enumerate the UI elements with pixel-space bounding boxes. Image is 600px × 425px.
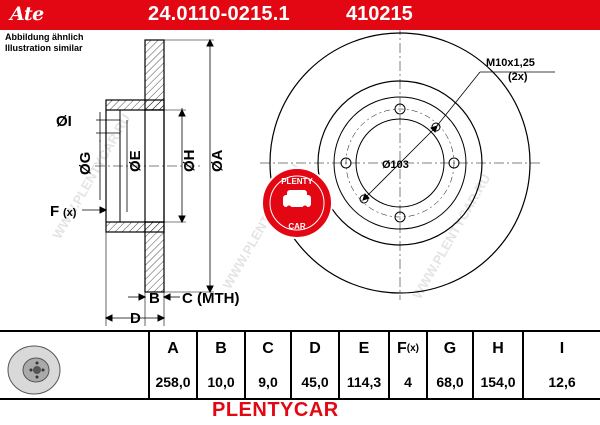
label-dim-f-sub: (x): [63, 207, 77, 219]
table-value: 10,0: [207, 373, 235, 390]
table-header: C: [262, 339, 274, 357]
table-column-i: I 12,6: [524, 332, 600, 398]
table-column-a: A 258,0: [150, 332, 198, 398]
label-dim-h: ØH: [181, 150, 198, 173]
label-dim-i: ØI: [56, 113, 72, 130]
threaded-hole: [431, 122, 441, 132]
label-dim-d: D: [130, 310, 141, 327]
ate-logo: Ate: [6, 2, 66, 26]
logo-text: Ate: [10, 3, 44, 25]
table-header: D: [309, 339, 321, 357]
table-value: 4: [404, 373, 412, 390]
table-value: 12,6: [548, 373, 576, 390]
note-german: Abbildung ähnlich: [5, 32, 84, 42]
spec-table: A 258,0 B 10,0 C 9,0 D 45,0 E 114,3 F(x)…: [0, 330, 600, 400]
table-header-sub: (x): [406, 343, 419, 354]
table-value: 258,0: [155, 373, 191, 390]
label-dim-a: ØA: [209, 149, 226, 172]
plentycar-badge: PLENTY CAR: [261, 167, 333, 239]
threaded-hole: [359, 194, 369, 204]
reference-number: 410215: [346, 3, 413, 25]
table-column-c: C 9,0: [246, 332, 292, 398]
hub-flange-bottom: [105, 221, 165, 233]
disc-section-view: [82, 38, 214, 326]
table-header: F(x): [390, 332, 426, 365]
table-header: A: [167, 339, 179, 357]
part-number: 24.0110-0215.1: [148, 3, 290, 25]
hub-flange-top: [105, 99, 165, 111]
table-column-e: E 114,3: [340, 332, 390, 398]
note-english: Illustration similar: [5, 43, 83, 53]
header-bar: Ate 24.0110-0215.1 410215: [0, 0, 600, 30]
table-column-g: G 68,0: [428, 332, 474, 398]
thread-spec-label: M10x1,25: [486, 57, 535, 69]
label-dim-c: C (MTH): [182, 290, 239, 307]
table-header: G: [443, 339, 457, 357]
table-value: 68,0: [436, 373, 464, 390]
brake-disc-drawing: WWW.PLENTYCAR.RU WWW.PLENTYCAR.RU WWW.PL…: [50, 30, 555, 327]
table-column-d: D 45,0: [292, 332, 340, 398]
label-dim-e: ØE: [127, 150, 144, 172]
label-dim-f: F: [50, 203, 59, 220]
badge-text-bottom: CAR: [288, 222, 306, 231]
disc-thumbnail: [7, 345, 61, 395]
table-value: 154,0: [480, 373, 516, 390]
table-header: I: [559, 339, 565, 357]
table-value: 45,0: [301, 373, 329, 390]
table-column-f: F(x) 4: [390, 332, 428, 398]
table-value: 114,3: [346, 373, 382, 390]
label-dim-g: ØG: [77, 152, 94, 175]
badge-text-top: PLENTY: [281, 177, 313, 186]
disc-thumbnail-cell: [0, 332, 150, 398]
table-column-b: B 10,0: [198, 332, 246, 398]
table-header: E: [358, 339, 370, 357]
table-header-key: F: [396, 339, 407, 357]
table-header: B: [215, 339, 227, 357]
disc-front-view: [260, 30, 555, 300]
table-column-h: H 154,0: [474, 332, 524, 398]
table-value: 9,0: [258, 373, 278, 390]
table-header: H: [492, 339, 504, 357]
label-dim-b: B: [149, 290, 160, 307]
pcd-label: Ø103: [382, 159, 409, 171]
brand-footer: PLENTYCAR: [212, 399, 339, 421]
thread-count-label: (2x): [508, 71, 528, 83]
